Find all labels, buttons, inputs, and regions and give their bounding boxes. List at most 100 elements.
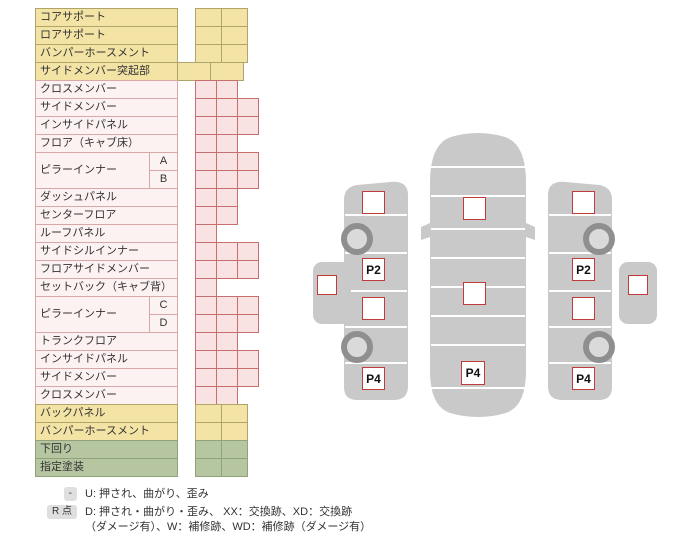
part-label: セットバック（キャブ背） <box>35 278 178 297</box>
check-cell[interactable] <box>216 332 238 351</box>
label-cell-gap <box>178 188 196 207</box>
marker-right-rear-fender[interactable]: P4 <box>572 367 595 390</box>
marker-center-hood[interactable] <box>463 197 486 220</box>
check-cell[interactable] <box>237 260 259 279</box>
marker-left-outer-panel[interactable] <box>317 275 337 295</box>
check-cell[interactable] <box>195 422 222 441</box>
check-cell[interactable] <box>216 350 238 369</box>
label-cell-gap <box>178 422 196 441</box>
parts-row: フロア（キャブ床） <box>35 134 259 153</box>
check-cell[interactable] <box>195 458 222 477</box>
parts-sub-row: A <box>149 152 259 171</box>
check-cell[interactable] <box>195 98 217 117</box>
check-cell[interactable] <box>210 62 244 81</box>
part-label: ピラーインナー <box>35 296 150 333</box>
marker-right-front-door[interactable]: P2 <box>572 258 595 281</box>
part-label: バックパネル <box>35 404 178 423</box>
check-cell[interactable] <box>216 386 238 405</box>
check-cell[interactable] <box>237 242 259 261</box>
check-cell[interactable] <box>195 8 222 27</box>
parts-sub-row: C <box>149 296 259 315</box>
check-cell[interactable] <box>195 206 217 225</box>
check-cell[interactable] <box>195 44 222 63</box>
part-label: クロスメンバー <box>35 80 178 99</box>
check-cell[interactable] <box>237 296 259 315</box>
check-cell[interactable] <box>195 404 222 423</box>
check-cell[interactable] <box>216 368 238 387</box>
check-cell[interactable] <box>216 134 238 153</box>
check-cell[interactable] <box>195 368 217 387</box>
parts-row: トランクフロア <box>35 332 259 351</box>
check-cell[interactable] <box>221 8 248 27</box>
parts-table: コアサポートロアサポートバンパーホースメントサイドメンバー突起部クロスメンバーサ… <box>35 8 259 477</box>
check-cell[interactable] <box>195 170 217 189</box>
check-cell[interactable] <box>195 134 217 153</box>
left-mirror-shape <box>421 223 430 240</box>
check-cell[interactable] <box>216 170 238 189</box>
check-cell[interactable] <box>195 224 217 243</box>
right-rear-wheel-icon <box>583 331 615 363</box>
marker-left-rear-fender[interactable]: P4 <box>362 367 385 390</box>
check-cell[interactable] <box>237 350 259 369</box>
check-cell[interactable] <box>216 188 238 207</box>
check-cell[interactable] <box>237 170 259 189</box>
check-cell[interactable] <box>216 152 238 171</box>
label-cell-gap <box>178 386 196 405</box>
check-cell[interactable] <box>195 350 217 369</box>
check-cell[interactable] <box>216 296 238 315</box>
check-cell[interactable] <box>221 440 248 459</box>
legend-row-u: - U: 押され、曲がり、歪み <box>40 487 371 502</box>
marker-right-front-fender[interactable] <box>572 191 595 214</box>
marker-center-floor[interactable] <box>463 282 486 305</box>
check-cell[interactable] <box>216 98 238 117</box>
check-cell[interactable] <box>195 116 217 135</box>
check-cell[interactable] <box>195 26 222 45</box>
check-cell[interactable] <box>221 458 248 477</box>
part-label: サイドシルインナー <box>35 242 178 261</box>
parts-row: インサイドパネル <box>35 350 259 369</box>
check-cell[interactable] <box>195 242 217 261</box>
check-cell[interactable] <box>237 314 259 333</box>
check-cell[interactable] <box>216 116 238 135</box>
check-cell[interactable] <box>237 98 259 117</box>
label-cell-gap <box>178 350 196 369</box>
part-label: ルーフパネル <box>35 224 178 243</box>
check-cell[interactable] <box>216 80 238 99</box>
check-cell[interactable] <box>216 314 238 333</box>
check-cell[interactable] <box>221 26 248 45</box>
check-cell[interactable] <box>195 314 217 333</box>
marker-left-front-door[interactable]: P2 <box>362 258 385 281</box>
top-view-section-lines <box>431 166 525 389</box>
check-cell[interactable] <box>216 242 238 261</box>
marker-right-outer-panel[interactable] <box>628 275 648 295</box>
check-cell[interactable] <box>221 404 248 423</box>
check-cell[interactable] <box>195 296 217 315</box>
check-cell[interactable] <box>237 116 259 135</box>
check-cell[interactable] <box>216 206 238 225</box>
parts-row: センターフロア <box>35 206 259 225</box>
label-cell-gap <box>178 152 196 171</box>
check-cell[interactable] <box>237 152 259 171</box>
marker-right-rear-door[interactable] <box>572 297 595 320</box>
check-cell[interactable] <box>195 80 217 99</box>
check-cell[interactable] <box>237 368 259 387</box>
check-cell[interactable] <box>195 332 217 351</box>
marker-left-rear-door[interactable] <box>362 297 385 320</box>
check-cell[interactable] <box>195 440 222 459</box>
label-cell-gap <box>178 332 196 351</box>
marker-left-front-fender[interactable] <box>362 191 385 214</box>
check-cell[interactable] <box>221 44 248 63</box>
check-cell[interactable] <box>195 260 217 279</box>
check-cell[interactable] <box>216 260 238 279</box>
check-cell[interactable] <box>195 386 217 405</box>
check-cell[interactable] <box>221 422 248 441</box>
check-cell[interactable] <box>195 152 217 171</box>
parts-row: コアサポート <box>35 8 259 27</box>
check-cell[interactable] <box>177 62 211 81</box>
left-rear-wheel-icon <box>341 331 373 363</box>
check-cell[interactable] <box>195 188 217 207</box>
check-cell[interactable] <box>195 278 217 297</box>
marker-center-trunk[interactable]: P4 <box>461 361 485 385</box>
part-sublabel: A <box>149 152 178 171</box>
